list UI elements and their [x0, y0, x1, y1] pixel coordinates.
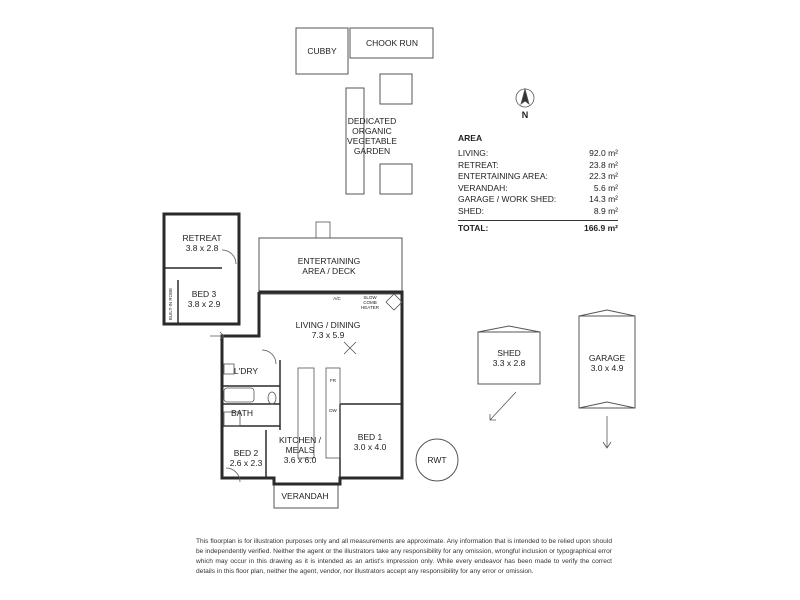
garage-label: GARAGE [589, 353, 626, 363]
door-swing [221, 249, 237, 265]
bathtub [223, 387, 255, 403]
area-row-value: 14.3 m² [589, 194, 618, 204]
garage-arrow [602, 416, 612, 449]
area-row-label: SHED: [458, 205, 484, 216]
bed1-size: 3.0 x 4.0 [354, 442, 387, 452]
entertaining-label-1: ENTERTAINING [298, 256, 361, 266]
compass-label: N [522, 110, 529, 120]
area-row-label: GARAGE / WORK SHED: [458, 194, 557, 204]
kitchen-label-2: MEALS [286, 445, 315, 455]
ac-label: A/C [333, 296, 341, 301]
garden-label-4: GARDEN [354, 146, 390, 156]
garage-outline [578, 315, 636, 409]
area-title: AREA [458, 133, 483, 143]
entry-arrow [210, 331, 225, 341]
chook-run-label: CHOOK RUN [366, 38, 418, 48]
heater-label-2: COMB [363, 300, 377, 305]
retreat-label: RETREAT [182, 233, 221, 243]
retreat-size: 3.8 x 2.8 [186, 243, 219, 253]
robe-label: BUILT-IN ROBE [168, 288, 173, 320]
bed2-size: 2.6 x 2.3 [230, 458, 263, 468]
door-swing [225, 467, 241, 483]
area-row-value: 22.3 m² [589, 171, 618, 181]
ceiling-fan [343, 341, 357, 355]
living-label: LIVING / DINING [296, 320, 361, 330]
deck-steps [315, 221, 331, 239]
cubby-label: CUBBY [307, 46, 337, 56]
main-house-walls [220, 290, 404, 486]
rainwater-tank [415, 438, 459, 482]
area-row: SHED: 8.9 m² [458, 206, 618, 218]
area-row-label: VERANDAH: [458, 182, 508, 193]
area-total-label: TOTAL: [458, 223, 489, 233]
kitchen-island [297, 367, 315, 459]
area-row: RETREAT: 23.8 m² [458, 160, 618, 172]
chook-run-pen [379, 73, 413, 105]
bed1-label: BED 1 [358, 432, 383, 442]
shed-arrow [489, 391, 517, 421]
entertaining-area-outline [258, 237, 403, 295]
kitchen-label-1: KITCHEN / [279, 435, 322, 445]
garden-bed-right [379, 163, 413, 195]
laundry-tub [223, 363, 235, 375]
verandah-label: VERANDAH [281, 491, 328, 501]
area-row: GARAGE / WORK SHED: 14.3 m² [458, 194, 618, 206]
bath-label: BATH [231, 408, 253, 418]
heater-label-1: SLOW [363, 295, 377, 300]
area-row: VERANDAH: 5.6 m² [458, 183, 618, 195]
area-row-label: ENTERTAINING AREA: [458, 171, 548, 181]
area-row-value: 23.8 m² [589, 159, 618, 170]
area-row: ENTERTAINING AREA: 22.3 m² [458, 171, 618, 183]
shed-label: SHED [497, 348, 521, 358]
garage-size: 3.0 x 4.9 [591, 363, 624, 373]
area-row: LIVING: 92.0 m² [458, 148, 618, 160]
bed3-label: BED 3 [192, 289, 217, 299]
garden-label-1: DEDICATED [348, 116, 397, 126]
garden-bed-left [345, 87, 365, 195]
dishwasher-label: DW [329, 408, 337, 413]
shed-size: 3.3 x 2.8 [493, 358, 526, 368]
door-swing [261, 349, 277, 365]
ldry-label: L'DRY [234, 366, 258, 376]
area-row-value: 5.6 m² [593, 182, 618, 193]
toilet [267, 391, 277, 405]
kitchen-size: 3.6 x 6.0 [284, 455, 317, 465]
entertaining-label-2: AREA / DECK [302, 266, 356, 276]
chook-run-outline [349, 27, 434, 59]
shower [223, 411, 241, 427]
area-total-row: TOTAL: 166.9 m² [458, 220, 618, 235]
garden-label-2: ORGANIC [352, 126, 392, 136]
area-row-label: RETREAT: [458, 159, 499, 170]
heater-label-3: HEATER [361, 305, 380, 310]
compass-needle-icon [520, 87, 530, 106]
rwt-label: RWT [427, 455, 446, 465]
garden-label-3: VEGETABLE [347, 136, 397, 146]
living-size: 7.3 x 5.9 [312, 330, 345, 340]
slow-combustion-heater [385, 293, 403, 311]
area-total-value: 166.9 m² [583, 223, 618, 233]
disclaimer: This floorplan is for illustration purpo… [196, 538, 612, 575]
cubby-outline [295, 27, 349, 75]
shed-roof-line [477, 325, 541, 333]
shed-outline [477, 331, 541, 385]
area-row-label: LIVING: [458, 148, 489, 158]
garage-roof-line [578, 309, 636, 409]
bed2-label: BED 2 [234, 448, 259, 458]
area-row-value: 92.0 m² [589, 148, 618, 158]
area-row-value: 8.9 m² [593, 205, 618, 216]
area-table: AREA LIVING: 92.0 m² RETREAT: 23.8 m² ENTE… [458, 133, 618, 235]
retreat-wing-walls [162, 212, 241, 326]
bed3-size: 3.8 x 2.9 [188, 299, 221, 309]
kitchen-bench [325, 367, 341, 459]
fridge-label: FR [330, 378, 337, 383]
